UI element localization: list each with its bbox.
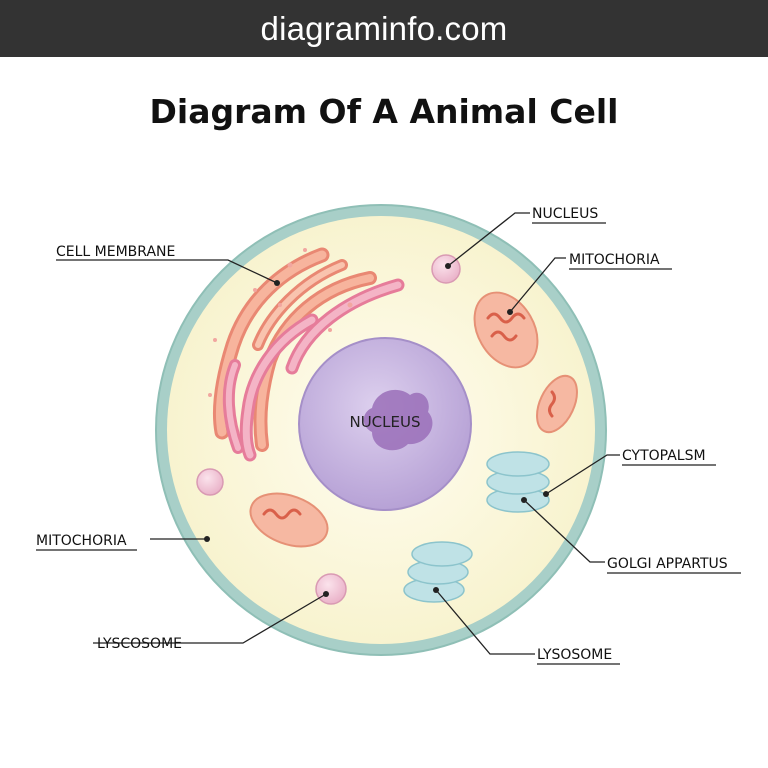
mitochondrion-lower-left [249, 492, 329, 548]
label-lyscosome: LYSCOSOME [97, 636, 182, 652]
leader-line-dots [204, 263, 549, 597]
label-mitochoria-left: MITOCHORIA [36, 533, 127, 549]
mitochondrion-right [536, 374, 578, 434]
mitochondrion-upper-right [473, 291, 539, 369]
ribosome-dots [208, 248, 353, 397]
label-cell-membrane: CELL MEMBRANE [56, 244, 175, 260]
lysosome-bottom [315, 573, 347, 605]
leader-lines [56, 212, 620, 655]
label-cytopalsm: CYTOPALSM [622, 448, 706, 464]
label-lysosome: LYSOSOME [537, 647, 612, 663]
label-golgi-appartus: GOLGI APPARTUS [607, 556, 728, 572]
label-nucleus-top: NUCLEUS [532, 206, 598, 222]
golgi-stack-lower [403, 541, 473, 603]
label-mitochoria-right: MITOCHORIA [569, 252, 660, 268]
diagram-title: Diagram Of A Animal Cell [149, 92, 619, 131]
endoplasmic-reticulum [213, 247, 405, 462]
vesicle-left [196, 468, 224, 496]
nucleolus [363, 389, 433, 451]
label-underlines [36, 222, 741, 665]
site-header-bar: diagraminfo.com [0, 0, 768, 57]
label-nucleus-center: NUCLEUS [349, 413, 420, 431]
site-name: diagraminfo.com [260, 9, 508, 47]
golgi-stack-right [486, 451, 550, 513]
